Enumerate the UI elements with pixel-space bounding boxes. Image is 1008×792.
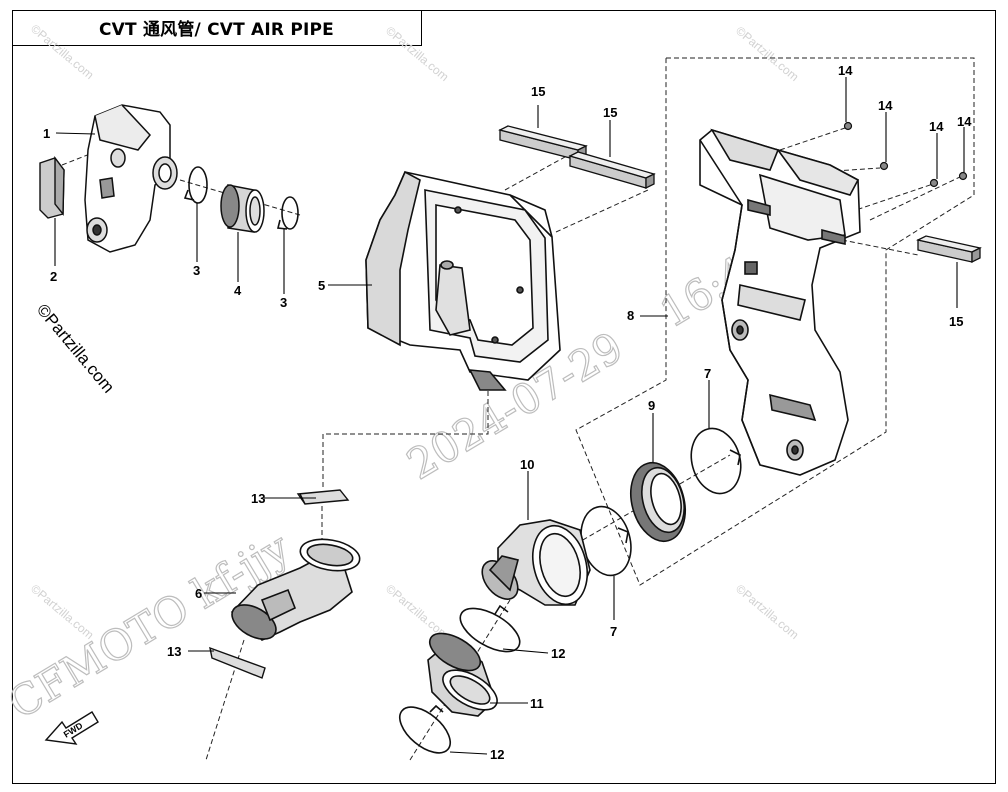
- callout-15: 15: [531, 84, 545, 99]
- part-7-clamp-a: [690, 427, 742, 495]
- assembly-line-15c-8: [841, 239, 919, 256]
- leader-lines: [54, 77, 965, 755]
- part-8-vent-pipe: [699, 128, 861, 476]
- watermark-small: ©Partzilla.com: [28, 582, 96, 643]
- callout-6: 6: [195, 586, 202, 601]
- assembly-line-5-6: [322, 383, 489, 490]
- callout-15: 15: [949, 314, 963, 329]
- callout-11: 11: [530, 696, 544, 711]
- callout-13: 13: [251, 491, 265, 506]
- diagram-title: CVT 通风管/ CVT AIR PIPE: [99, 20, 334, 40]
- callout-7: 7: [704, 366, 711, 381]
- part-13-clip-a: [296, 489, 350, 505]
- part-6-inlet-tube: [230, 538, 361, 641]
- part-13-clip-b: [209, 646, 266, 679]
- assembly-line-15-5: [504, 151, 575, 191]
- part-11-boot: [427, 632, 498, 717]
- callout-10: 10: [520, 457, 534, 472]
- callout-4: 4: [234, 283, 242, 298]
- callout-9: 9: [648, 398, 655, 413]
- assembly-line-14a: [779, 127, 846, 151]
- part-2-foam-pad: [39, 155, 65, 219]
- callout-12: 12: [551, 646, 565, 661]
- bolt-14c: [929, 178, 939, 188]
- callout-3: 3: [193, 263, 200, 278]
- part-10-elbow: [481, 519, 591, 606]
- callout-14: 14: [878, 98, 893, 113]
- part-3-clamp-a: [183, 166, 208, 204]
- callout-8: 8: [627, 308, 634, 323]
- assembly-line-15b-5: [555, 189, 649, 233]
- part-12-clamp-b: [399, 704, 451, 754]
- part-1-cvt-box: [84, 104, 178, 253]
- watermark-small: ©Partzilla.com: [733, 582, 801, 643]
- part-3-clamp-b: [277, 196, 299, 230]
- watermark-small: ©Partzilla.com: [383, 24, 451, 85]
- part-14-bolts: [843, 121, 968, 188]
- callout-numbers: 1 2 3 4 3 5 15 15 14 14 14 14 15 8 7 9 1…: [43, 63, 972, 762]
- assembly-line-14c: [849, 183, 934, 213]
- callout-3: 3: [280, 295, 287, 310]
- callout-14: 14: [838, 63, 853, 78]
- part-4-coupler: [220, 184, 265, 233]
- callout-13: 13: [167, 644, 181, 659]
- callout-7: 7: [610, 624, 617, 639]
- bolt-14a: [843, 121, 853, 131]
- assembly-line-4-1: [179, 179, 301, 216]
- copyright-text: ©Partzilla.com: [33, 300, 118, 396]
- bolt-14b: [879, 161, 889, 171]
- callout-2: 2: [50, 269, 57, 284]
- title-box: CVT 通风管/ CVT AIR PIPE: [12, 10, 422, 46]
- part-15-strip-c: [916, 235, 982, 264]
- callout-12: 12: [490, 747, 504, 762]
- watermark-small: ©Partzilla.com: [28, 22, 96, 83]
- callout-14: 14: [929, 119, 944, 134]
- callout-5: 5: [318, 278, 325, 293]
- assembly-box-8: [575, 57, 975, 586]
- part-5-intake-housing: [365, 170, 561, 391]
- fwd-arrow-icon: FWD: [44, 711, 99, 745]
- bolt-14d: [958, 171, 968, 181]
- part-12-clamp-a: [459, 604, 521, 653]
- callout-1: 1: [43, 126, 50, 141]
- callout-15: 15: [603, 105, 617, 120]
- part-15-strip-b: [568, 151, 656, 190]
- watermark-small: ©Partzilla.com: [733, 24, 801, 85]
- callout-14: 14: [957, 114, 972, 129]
- diagram-frame: [12, 10, 996, 784]
- assembly-line-14d: [869, 175, 963, 221]
- part-9-grommet: [630, 461, 686, 543]
